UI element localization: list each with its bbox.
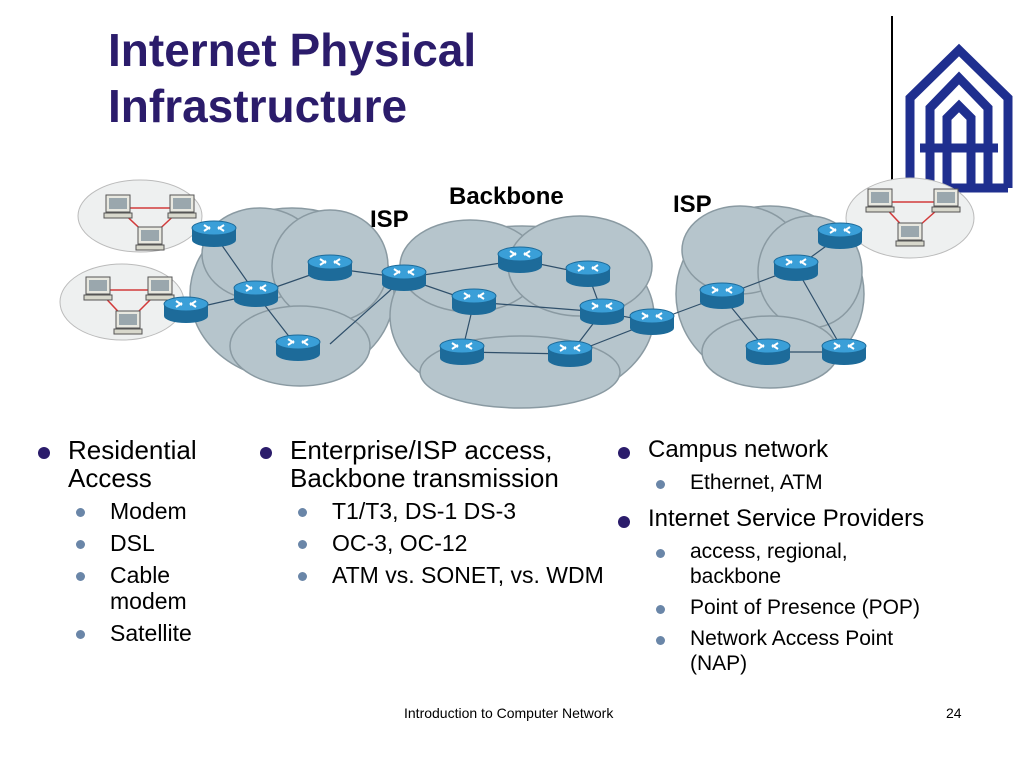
page-number: 24 [946,705,962,721]
pc-icon [895,222,925,247]
bullet-column-1: Residential Access Modem DSL Cable modem… [38,436,238,650]
lan-cloud-right [845,177,975,259]
label-isp-right: ISP [673,191,712,218]
sub-bullet-item: DSL [68,530,238,556]
sub-bullet-item: T1/T3, DS-1 DS-3 [290,498,620,524]
router-icon [817,222,863,250]
sub-bullet-item: Ethernet, ATM [648,470,998,495]
university-logo [905,43,1013,193]
label-isp-left: ISP [370,206,409,233]
router-icon [821,338,867,366]
router-icon [579,298,625,326]
router-icon [565,260,611,288]
sub-bullet-item: Point of Presence (POP) [648,595,998,620]
pc-icon [931,188,961,213]
router-icon [275,334,321,362]
router-icon [547,340,593,368]
pc-icon [103,194,133,219]
pc-icon [83,276,113,301]
footer-text: Introduction to Computer Network [404,705,614,721]
title-line-2: Infrastructure [108,80,408,132]
router-icon [745,338,791,366]
router-icon [307,254,353,282]
pc-icon [135,226,165,251]
router-icon [629,308,675,336]
bullet-item: Enterprise/ISP access, Backbone transmis… [260,436,620,588]
router-icon [773,254,819,282]
slide-title: Internet Physical Infrastructure [108,22,476,134]
router-icon [439,338,485,366]
router-icon [381,264,427,292]
sub-bullet-item: Network Access Point (NAP) [648,626,998,676]
router-icon [233,280,279,308]
sub-bullet-item: ATM vs. SONET, vs. WDM [290,562,620,588]
bullet-item: Residential Access Modem DSL Cable modem… [38,436,238,646]
divider-line [891,16,893,184]
sub-bullet-item: Cable modem [68,562,238,614]
pc-icon [113,310,143,335]
bullet-item: Campus network Ethernet, ATM [618,436,998,495]
pc-icon [145,276,175,301]
router-icon [191,220,237,248]
router-icon [699,282,745,310]
router-icon [451,288,497,316]
lan-cloud-top-left [77,179,203,253]
router-icon [163,296,209,324]
router-icon [497,246,543,274]
sub-bullet-item: Modem [68,498,238,524]
title-line-1: Internet Physical [108,24,477,76]
sub-bullet-item: Satellite [68,620,238,646]
pc-icon [865,188,895,213]
bullet-column-2: Enterprise/ISP access, Backbone transmis… [260,436,620,592]
bullet-column-3: Campus network Ethernet, ATM Internet Se… [618,436,998,680]
label-backbone: Backbone [449,183,564,210]
pc-icon [167,194,197,219]
bullet-item: Internet Service Providers access, regio… [618,505,998,676]
sub-bullet-item: OC-3, OC-12 [290,530,620,556]
sub-bullet-item: access, regional, backbone [648,539,998,589]
network-diagram [59,177,975,409]
